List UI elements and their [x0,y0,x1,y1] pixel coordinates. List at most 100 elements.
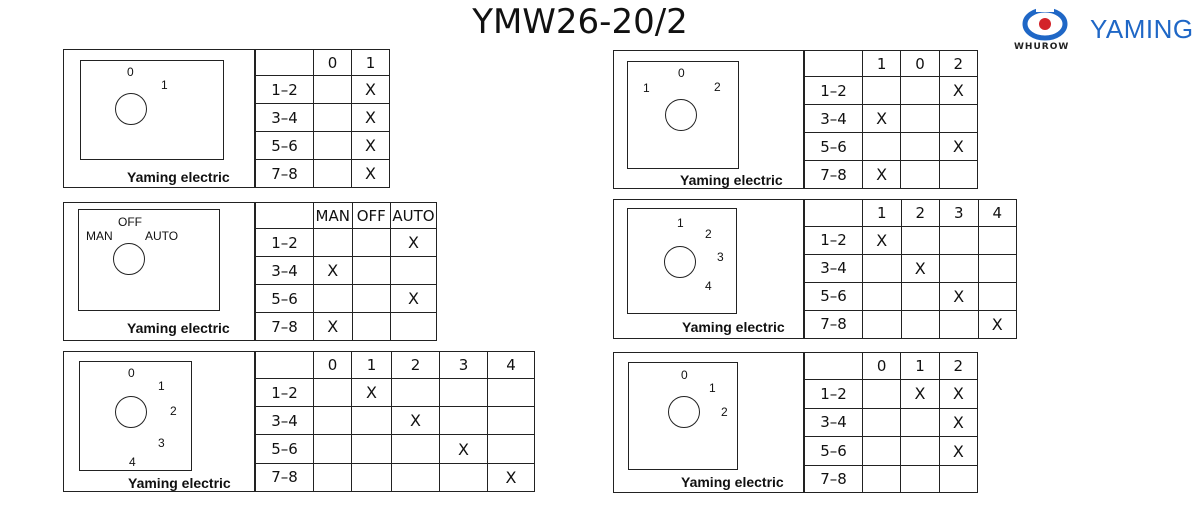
dial-plate [627,61,739,169]
header-cell: 2 [938,49,979,78]
position-label: 2 [170,404,177,418]
header-cell: OFF [351,201,391,230]
header-cell: AUTO [390,201,437,230]
contact-cell [977,253,1017,283]
row-label: 5–6 [804,436,863,466]
contact-cell [939,253,979,283]
row-label: 1–2 [804,225,863,255]
contact-cell [939,225,979,255]
contact-cell [900,160,940,189]
position-label: 2 [705,227,712,241]
knob-icon [115,396,147,428]
header-cell: 1 [900,351,940,381]
contact-cell [313,377,352,408]
contact-cell [900,132,940,162]
switch-panel-0-1-2-3-4: 0 1 2 3 4 Yaming electric [63,351,255,492]
contact-cell: X [862,225,902,255]
header-cell: 0 [313,48,352,77]
contact-cell: X [900,253,940,283]
contact-cell [938,160,979,189]
row-label: 3–4 [255,256,314,286]
position-label: 0 [128,366,135,380]
contact-cell [900,281,940,311]
contact-cell [977,225,1017,255]
contact-cell [351,434,392,464]
row-label: 5–6 [255,434,314,464]
corner-cell [255,48,314,77]
contact-cell: X [487,462,535,493]
contact-cell: X [938,132,979,162]
row-label: 7–8 [804,464,863,494]
contact-cell [351,284,391,314]
position-label: 1 [709,381,716,395]
row-label: 3–4 [804,253,863,283]
contact-cell [313,131,352,161]
contact-cell: X [439,434,488,464]
contact-cell: X [351,131,390,161]
position-label: 1 [158,379,165,393]
position-label: 3 [717,250,724,264]
row-label: 5–6 [804,281,863,311]
contact-cell: X [391,406,440,436]
contact-cell [977,281,1017,311]
header-cell: 4 [977,199,1017,227]
switch-panel-1-0-2: 1 0 2 Yaming electric [613,50,804,189]
contact-cell [900,225,940,255]
header-cell: 3 [939,199,979,227]
header-cell: MAN [313,201,353,230]
header-cell: 0 [861,351,902,381]
contact-cell: X [313,312,353,341]
dial-plate [628,362,738,470]
contact-cell [313,434,352,464]
contact-cell [313,284,353,314]
contact-cell [313,159,352,188]
contact-cell [351,312,391,341]
contact-cell [487,377,535,408]
position-label: 2 [714,80,721,94]
header-cell: 3 [439,351,488,379]
corner-cell [804,351,863,381]
contact-cell: X [351,377,392,408]
contact-cell: X [351,75,390,105]
position-label: 1 [643,81,650,95]
knob-icon [115,93,147,125]
contact-cell: X [390,284,437,314]
contact-cell [351,462,392,493]
contact-cell [938,104,979,134]
switch-panel-0-1-2: 0 1 2 Yaming electric [613,352,804,493]
position-label: 0 [127,65,134,79]
contact-cell [861,132,902,162]
brand-label: Yaming electric [682,319,785,335]
position-label: 1 [677,216,684,230]
position-label: 4 [129,455,136,469]
contact-cell: X [938,379,979,409]
knob-icon [664,246,696,278]
contact-cell [391,462,440,493]
yaming-logo: YAMING WHUROW [1012,4,1200,56]
header-cell: 1 [861,49,902,78]
contact-cell: X [939,281,979,311]
header-cell: 2 [900,199,940,227]
contact-cell [900,76,940,106]
contact-cell [861,379,902,409]
header-cell: 1 [351,48,390,77]
dial-plate [80,60,224,160]
dial-plate [627,208,737,314]
contact-cell [313,75,352,105]
contact-cell: X [938,436,979,466]
knob-icon [113,243,145,275]
contact-cell [862,309,902,340]
contact-cell [939,309,979,340]
switch-panel-0-1: 0 1 Yaming electric [63,49,255,188]
contact-cell [351,406,392,436]
contact-cell [391,377,440,408]
corner-cell [804,199,863,227]
row-label: 1–2 [804,76,863,106]
contact-cell [313,406,352,436]
position-label: MAN [86,229,113,243]
logo-emblem-icon [1022,6,1068,41]
